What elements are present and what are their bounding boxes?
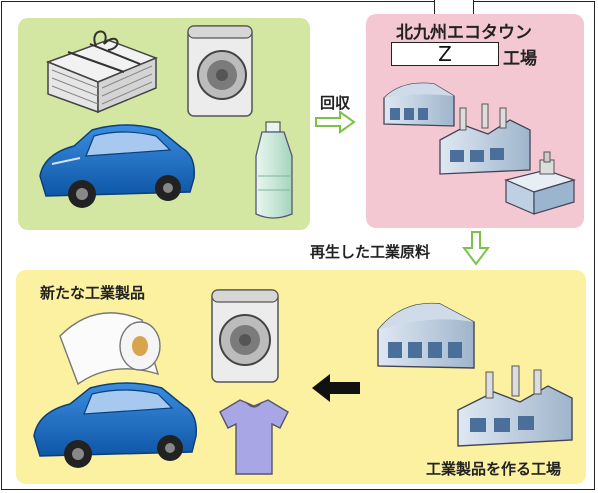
newspaper-bundle-icon <box>45 30 159 114</box>
new-products-label: 新たな工業製品 <box>40 284 146 302</box>
factory-suffix-label: 工場 <box>503 49 537 69</box>
car-icon <box>39 124 195 208</box>
regenerated-material-label: 再生した工業原料 <box>310 243 431 261</box>
storage-building-icon <box>504 151 576 215</box>
eco-town-title: 北九州エコタウン <box>396 23 532 43</box>
washing-machine-icon <box>187 25 253 117</box>
factory-with-chimneys-icon <box>439 103 531 175</box>
collect-label: 回収 <box>320 94 351 112</box>
manufacturing-factory-chimneys-icon <box>457 365 573 447</box>
collect-arrow-icon <box>315 110 356 134</box>
car-product-icon <box>33 382 197 468</box>
manufacturing-factory-label: 工業製品を作る工場 <box>426 460 562 478</box>
t-shirt-icon <box>219 399 289 475</box>
manufacturing-plant-icon <box>377 302 475 369</box>
toilet-paper-icon <box>59 312 161 386</box>
plastic-bottle-icon <box>255 121 293 219</box>
washing-machine-product-icon <box>211 289 279 383</box>
blank-answer-box: Z <box>391 42 499 66</box>
regenerated-arrow-icon <box>462 231 490 266</box>
recycling-plant-icon <box>383 82 455 127</box>
production-arrow-icon <box>312 374 360 402</box>
